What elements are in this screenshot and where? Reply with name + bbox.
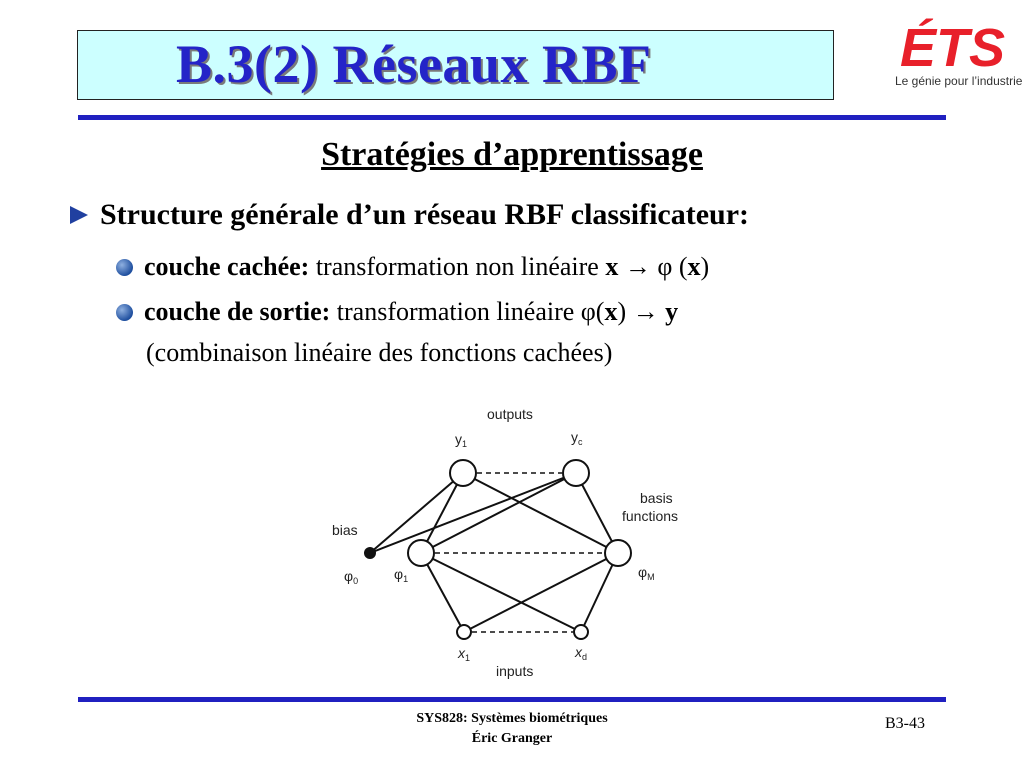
label-basis: basis — [640, 490, 673, 506]
edge-x1-phi1 — [420, 552, 465, 633]
sub2-mid: ) → — [617, 297, 666, 326]
diagram-connections — [369, 472, 619, 633]
sub2-bold: couche de sortie: — [144, 297, 331, 326]
subtitle: Stratégies d’apprentissage — [321, 136, 703, 173]
bottom-rule — [78, 697, 946, 702]
node-y1 — [449, 459, 477, 487]
sub-bullet-hidden-layer: couche cachée: transformation non linéai… — [116, 252, 709, 282]
label-inputs: inputs — [496, 663, 533, 679]
round-bullet-icon — [116, 303, 133, 321]
label-phim: φM — [638, 564, 655, 582]
node-x1 — [456, 624, 472, 640]
edge-bias-y1 — [369, 472, 464, 554]
bullet-main-text: Structure générale d’un réseau RBF class… — [100, 198, 750, 231]
round-bullet-icon — [116, 258, 133, 276]
label-functions: functions — [622, 508, 678, 524]
top-rule — [78, 115, 946, 120]
edge-phi1-y1 — [420, 472, 464, 554]
edge-xd-phi1 — [420, 552, 582, 633]
edge-phim-y1 — [462, 472, 619, 554]
node-xd — [573, 624, 589, 640]
label-phi1: φ1 — [394, 566, 408, 584]
sub1-math-x: x — [605, 252, 619, 281]
sub1-end: ) — [700, 252, 710, 281]
sub2-continuation: (combinaison linéaire des fonctions cach… — [146, 338, 613, 367]
edge-phi1-yc — [420, 472, 577, 554]
edge-bias-yc — [369, 472, 577, 554]
node-yc — [562, 459, 590, 487]
slide-title: B.3(2) Réseaux RBF — [176, 34, 652, 94]
diagram-nodes — [407, 459, 632, 640]
logo-wordmark: ÉTS — [900, 18, 1005, 78]
sub2-math-y: y — [665, 297, 679, 326]
label-phi0: φ0 — [344, 568, 358, 586]
sub1-text: transformation non linéaire — [309, 252, 606, 281]
logo-tagline: Le génie pour l’industrie — [895, 74, 1023, 88]
bullet-main: Structure générale d’un réseau RBF class… — [70, 198, 749, 232]
edge-x1-phim — [463, 552, 619, 633]
edge-phim-yc — [575, 472, 619, 554]
sub1-math-x2: x — [687, 252, 701, 281]
ets-logo: ÉTS — [900, 18, 1005, 78]
node-bias — [364, 547, 376, 559]
label-outputs: outputs — [487, 406, 533, 422]
title-box: B.3(2) Réseaux RBF — [77, 30, 834, 100]
edge-xd-phim — [580, 552, 619, 633]
triangle-bullet-icon — [70, 206, 88, 225]
label-xd: xd — [574, 644, 587, 662]
sub1-bold: couche cachée: — [144, 252, 310, 281]
page-number: B3-43 — [885, 715, 925, 732]
label-y1: y1 — [455, 431, 467, 449]
sub1-mid: → φ ( — [618, 252, 688, 281]
sub2-text: transformation linéaire φ( — [330, 297, 605, 326]
footer-course: SYS828: Systèmes biométriques — [416, 711, 608, 726]
rbf-network-diagram: outputs y1 yc basis functions bias φ0 φ1… — [332, 406, 678, 679]
node-phim — [604, 539, 632, 567]
label-x1: x1 — [457, 645, 470, 663]
label-yc: yc — [571, 429, 583, 447]
sub-bullet-output-layer: couche de sortie: transformation linéair… — [116, 297, 678, 327]
footer: SYS828: Systèmes biométriques Éric Grang… — [0, 709, 1024, 749]
label-bias: bias — [332, 522, 358, 538]
footer-author: Éric Granger — [471, 731, 553, 746]
node-phi1 — [407, 539, 435, 567]
sub2-math-x: x — [604, 297, 618, 326]
